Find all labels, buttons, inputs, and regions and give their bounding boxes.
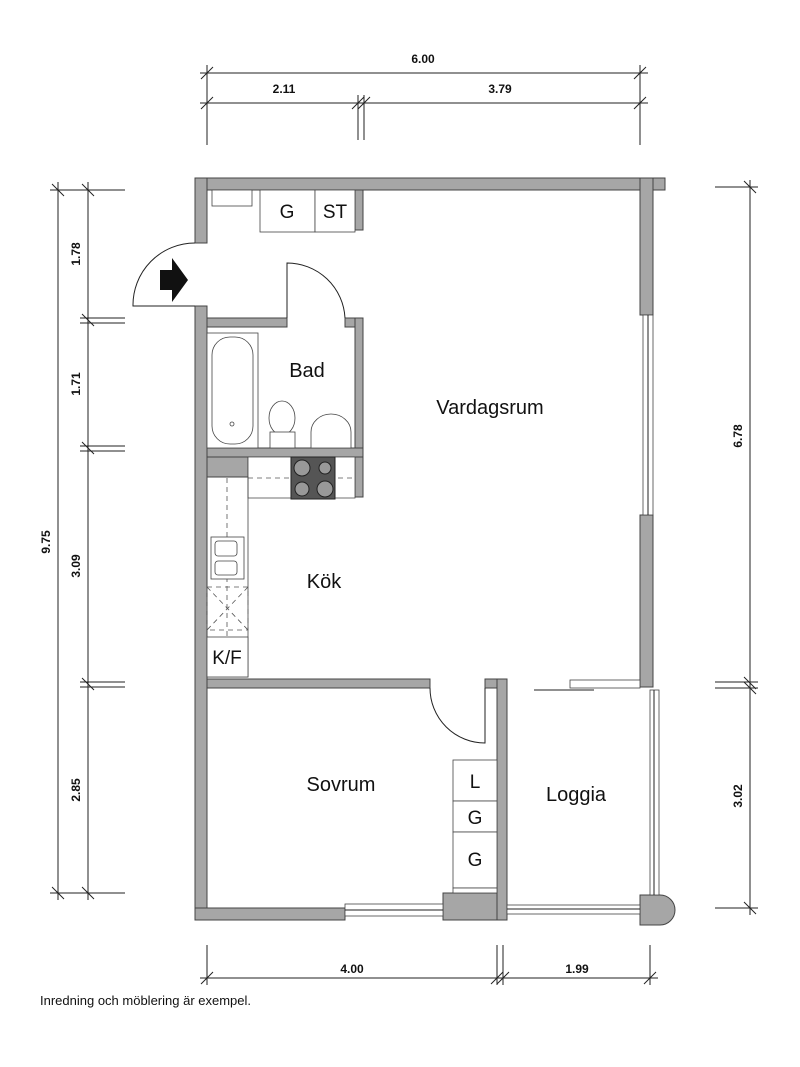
doors — [132, 242, 486, 744]
room-label-vardagsrum: Vardagsrum — [436, 397, 543, 419]
toilet — [268, 400, 296, 436]
dim-right-1: 6.78 — [731, 424, 745, 448]
linen-closet-label: L — [470, 772, 481, 793]
dim-bottom-2: 1.99 — [565, 962, 589, 976]
hall-storage-label: ST — [323, 202, 348, 223]
windows — [344, 314, 660, 917]
wardrobe-1 — [452, 800, 498, 833]
walls — [194, 177, 676, 926]
dimension-lines — [50, 65, 758, 985]
wardrobe-2 — [452, 831, 498, 889]
room-label-bad: Bad — [289, 360, 325, 382]
dim-top-right: 3.79 — [488, 82, 512, 96]
room-label-kok: Kök — [307, 571, 342, 593]
dimension-labels: 6.00 2.11 3.79 9.75 1.78 1.71 3.09 2.85 … — [39, 52, 745, 976]
dim-left-total: 9.75 — [39, 530, 53, 554]
wardrobe-1-label: G — [468, 808, 483, 829]
entrance-arrow-icon — [160, 258, 188, 302]
washbasin — [310, 413, 352, 449]
room-label-sovrum: Sovrum — [307, 774, 376, 796]
wardrobe-2-label: G — [468, 850, 483, 871]
dim-bottom-1: 4.00 — [340, 962, 364, 976]
dim-left-4: 2.85 — [69, 778, 83, 802]
toilet-tank — [269, 431, 296, 449]
dim-left-1: 1.78 — [69, 242, 83, 266]
dim-top-left: 2.11 — [273, 82, 296, 96]
room-label-loggia: Loggia — [546, 784, 607, 806]
dim-top-total: 6.00 — [411, 52, 435, 66]
hall-wardrobe — [259, 189, 316, 233]
hall-shelf — [211, 189, 253, 207]
hall-storage — [314, 189, 356, 233]
fridge-freezer — [206, 636, 249, 678]
bathtub-drain — [229, 421, 235, 427]
sink-basin-2 — [214, 560, 238, 576]
dishwasher — [206, 586, 249, 631]
dim-left-3: 3.09 — [69, 554, 83, 578]
hall-wardrobe-label: G — [280, 202, 295, 223]
dim-left-2: 1.71 — [69, 372, 83, 396]
wardrobe-base — [452, 887, 498, 894]
bathtub-basin — [211, 336, 254, 445]
fridge-freezer-label: K/F — [212, 648, 242, 669]
disclaimer-note: Inredning och möblering är exempel. — [40, 993, 252, 1008]
sink-basin-1 — [214, 540, 238, 557]
dim-right-2: 3.02 — [731, 784, 745, 808]
